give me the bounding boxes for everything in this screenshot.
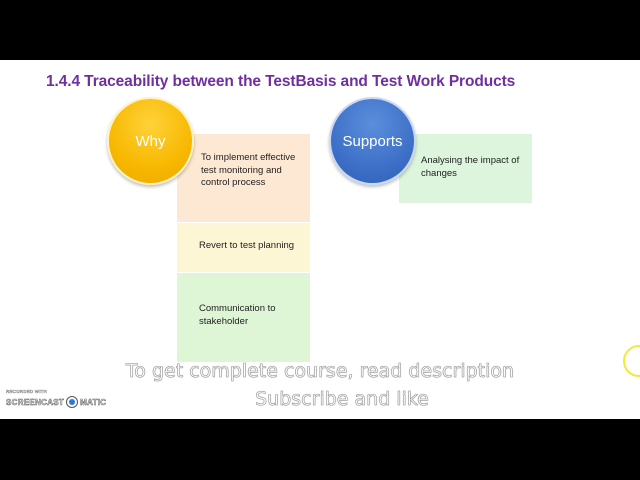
why-item-3: Communication to stakeholder bbox=[177, 273, 310, 362]
watermark-recorded-with: RECORDED WITH bbox=[6, 389, 48, 394]
watermark-right-text: MATIC bbox=[80, 397, 107, 407]
caption-line-2: Subscribe and like bbox=[255, 388, 429, 411]
screencast-watermark: RECORDED WITH SCREENCAST MATIC bbox=[6, 389, 106, 408]
why-item-2: Revert to test planning bbox=[177, 223, 310, 272]
why-circle-label: Why bbox=[135, 132, 166, 150]
supports-item-1: Analysing the impact of changes bbox=[399, 134, 532, 203]
record-dot-icon bbox=[66, 396, 79, 408]
slide: 1.4.4 Traceability between the TestBasis… bbox=[0, 60, 640, 419]
caption-line-1: To get complete course, read description bbox=[125, 360, 515, 383]
why-circle: Why bbox=[107, 97, 194, 185]
supports-circle: Supports bbox=[329, 97, 416, 185]
supports-circle-label: Supports bbox=[342, 132, 403, 150]
slide-title: 1.4.4 Traceability between the TestBasis… bbox=[46, 73, 516, 90]
why-item-1: To implement effective test monitoring a… bbox=[177, 134, 310, 222]
watermark-left-text: SCREENCAST bbox=[6, 397, 65, 407]
